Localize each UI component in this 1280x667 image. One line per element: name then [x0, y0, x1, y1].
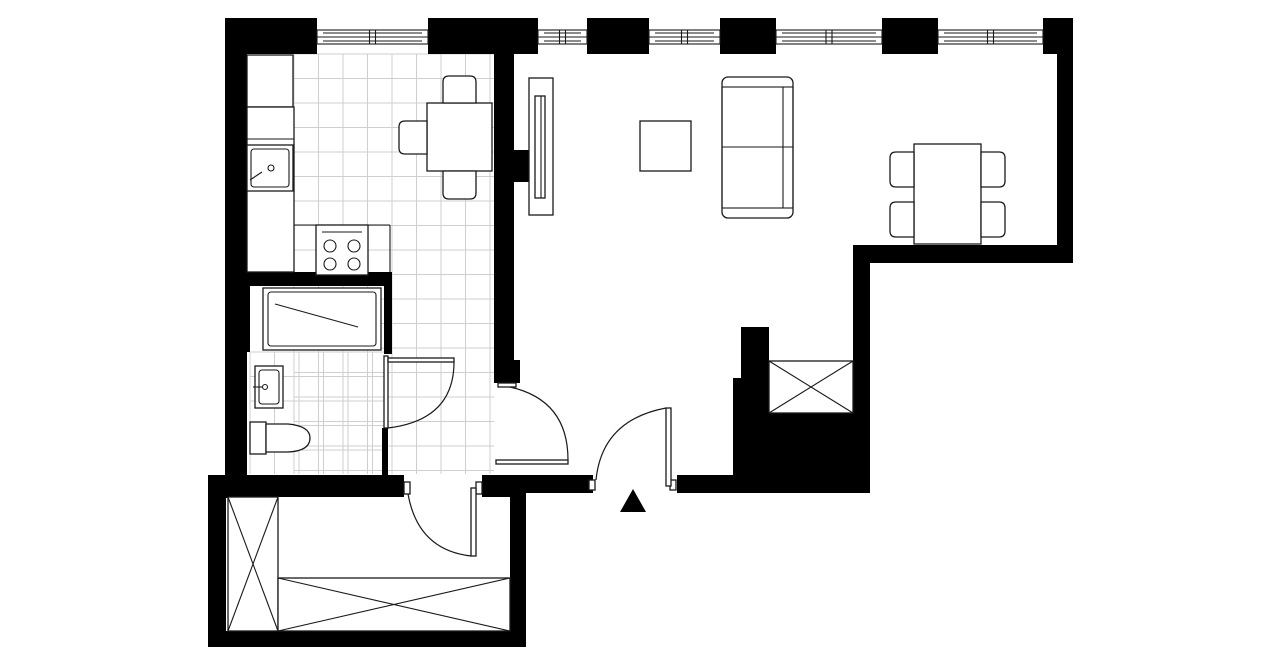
window — [775, 29, 883, 45]
window — [537, 29, 588, 45]
dining-table — [913, 143, 982, 245]
sofa — [721, 76, 794, 219]
window — [937, 29, 1044, 45]
doors — [383, 355, 677, 557]
burners — [322, 231, 362, 271]
bathroom-tile-floor — [249, 351, 384, 474]
kitchen-sink — [246, 144, 294, 192]
dining-chair — [889, 151, 915, 188]
closet-door — [403, 481, 483, 557]
walls — [208, 18, 1073, 647]
coffee-table — [639, 120, 692, 172]
windows — [316, 29, 1044, 45]
kitchen-chair-top — [442, 75, 477, 104]
bathroom-door — [383, 355, 455, 429]
kitchen-chair-left — [398, 120, 428, 155]
kitchen — [246, 54, 493, 276]
window — [648, 29, 721, 45]
entrance-marker — [620, 489, 646, 512]
storage-closet — [227, 496, 511, 632]
kitchen-table — [426, 102, 493, 172]
toilet — [249, 421, 311, 455]
kitchen-chair-bottom — [442, 170, 477, 200]
living-room — [528, 76, 1006, 414]
shaft — [768, 360, 854, 414]
dining-chair — [980, 151, 1006, 188]
dining-chair — [980, 201, 1006, 238]
tv — [534, 95, 546, 199]
entrance-door — [588, 407, 677, 491]
living-room-door — [495, 382, 569, 465]
window — [316, 29, 429, 45]
fridge — [246, 54, 294, 108]
bathtub — [262, 287, 382, 351]
bathroom — [249, 287, 382, 455]
dining-chair — [889, 201, 915, 238]
